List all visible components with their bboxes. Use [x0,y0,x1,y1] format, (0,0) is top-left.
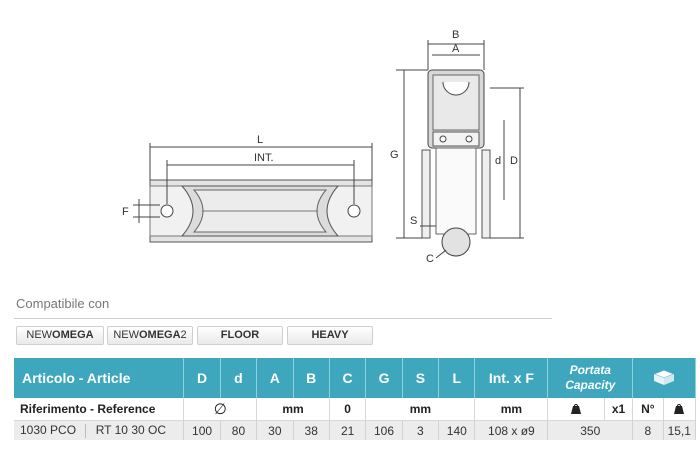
front-view [133,143,373,243]
header-capacity: Portata Capacity [547,358,634,398]
cell-ref: RT 10 30 OC [95,423,166,438]
tag-suffix: 2 [180,329,187,341]
table-row: 1030 PCO RT 10 30 OC 100 80 30 38 21 106… [14,420,697,440]
header-portata: Portata [569,363,611,377]
table-header-row: Articolo - Article D d A B C G S L Int. … [14,358,696,398]
units-x1: x1 [604,398,634,421]
header-G: G [365,358,403,398]
units-mm: mm [365,398,476,421]
cell-n: 8 [632,420,664,440]
header-A: A [256,358,294,398]
side-view [396,40,524,259]
header-C: C [329,358,367,398]
tag-bold: FLOOR [220,329,260,341]
dim-label-B: B [452,29,459,41]
units-reference: Riferimento - Reference [14,398,185,421]
technical-drawing: L INT. F B A G d D [122,29,524,265]
tag-floor[interactable]: FLOOR [197,326,283,345]
tag-newomega[interactable]: NEWOMEGA [16,326,104,345]
cell-L: 140 [438,420,476,440]
cell-weight: 15,1 [663,420,697,440]
units-mm: mm [256,398,330,421]
cell-G: 106 [365,420,403,440]
cell-S: 3 [402,420,440,440]
cell-C: 21 [329,420,367,440]
dim-label-d: d [495,155,501,167]
header-S: S [402,358,440,398]
dim-label-int: INT. [254,152,274,164]
tag-heavy[interactable]: HEAVY [287,326,373,345]
dim-label-C: C [426,253,434,265]
dim-label-S: S [410,215,417,227]
dim-label-F: F [122,206,129,218]
compat-divider [14,318,552,319]
cell-A: 30 [256,420,294,440]
header-article: Articolo - Article [14,358,185,398]
cell-separator [85,423,87,438]
units-n: N° [632,398,664,421]
weight-icon [571,404,582,415]
cell-article: 1030 PCO RT 10 30 OC [14,420,185,440]
header-L: L [438,358,476,398]
tag-bold: OMEGA [138,329,181,341]
units-weight-icon-2 [663,398,697,421]
tag-newomega2[interactable]: NEWOMEGA2 [107,326,193,345]
header-int-f: Int. x F [474,358,549,398]
spec-table: Articolo - Article D d A B C G S L Int. … [14,358,697,440]
header-D: D [183,358,221,398]
header-B: B [293,358,330,398]
tag-bold: OMEGA [52,329,94,341]
dim-label-L: L [257,134,263,146]
units-diameter: ∅ [183,398,258,421]
cell-B: 38 [293,420,330,440]
tag-light: NEW [26,329,53,341]
header-d: d [220,358,258,398]
box-icon [653,369,676,385]
units-mm: mm [474,398,549,421]
dim-label-A: A [452,43,460,55]
cell-d: 80 [220,420,258,440]
dim-label-D: D [510,155,518,167]
compat-title: Compatibile con [16,296,110,311]
cell-D: 100 [183,420,221,440]
units-weight-icon [547,398,605,421]
cell-code: 1030 PCO [20,423,77,438]
cell-int-f: 108 x ø9 [474,420,549,440]
header-capacity-label: Capacity [565,378,616,392]
cell-capacity: 350 [547,420,634,440]
header-package [632,358,696,398]
tag-bold: HEAVY [311,329,349,341]
tag-light: NEW [113,329,139,341]
units-zero: 0 [329,398,367,421]
dim-label-G: G [390,149,399,161]
table-units-row: Riferimento - Reference ∅ mm 0 mm mm x1 … [14,398,697,421]
weight-icon [674,404,685,415]
